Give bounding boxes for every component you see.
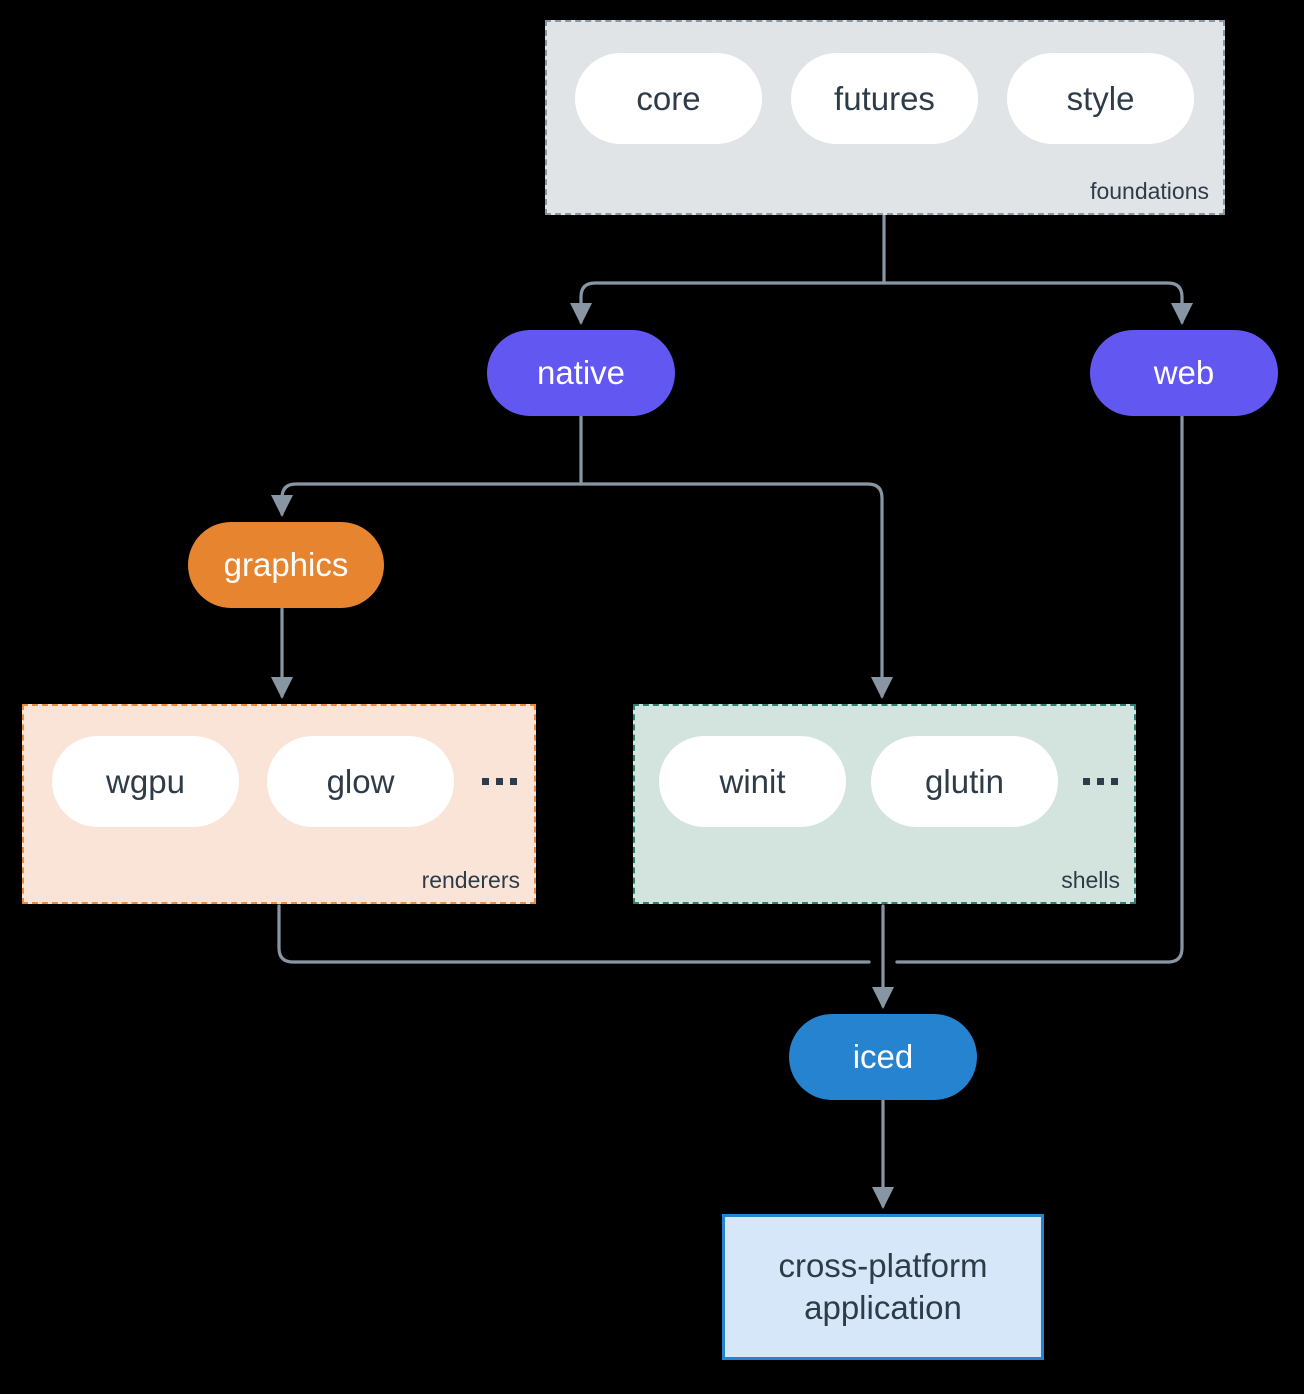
node-futures-label: futures: [834, 79, 935, 117]
node-glutin-label: glutin: [925, 762, 1004, 800]
node-winit-label: winit: [719, 762, 786, 800]
cluster-foundations[interactable]: core futures style foundations: [545, 20, 1225, 215]
node-native-label: native: [536, 354, 626, 391]
node-glutin[interactable]: glutin: [871, 736, 1058, 827]
edge-renderers-iced: [277, 904, 871, 964]
application-label-line1: cross-platform: [778, 1246, 988, 1284]
node-wgpu-label: wgpu: [106, 762, 185, 800]
node-web[interactable]: web: [1090, 330, 1278, 416]
node-iced-label: iced: [852, 1038, 914, 1075]
node-glow[interactable]: glow: [267, 736, 454, 827]
edge-foundations-web: [882, 281, 1193, 325]
node-glow-label: glow: [326, 762, 395, 800]
node-graphics-label: graphics: [223, 546, 349, 583]
node-native[interactable]: native: [487, 330, 675, 416]
cluster-foundations-label: foundations: [1090, 178, 1209, 204]
node-wgpu[interactable]: wgpu: [52, 736, 239, 827]
node-iced[interactable]: iced: [789, 1014, 977, 1100]
node-graphics[interactable]: graphics: [188, 522, 384, 608]
node-winit[interactable]: winit: [659, 736, 846, 827]
cluster-renderers[interactable]: wgpu glow renderers: [22, 704, 536, 904]
node-core-label: core: [636, 79, 701, 117]
node-style-label: style: [1066, 79, 1135, 117]
edge-native-graphics: [271, 482, 583, 517]
shells-ellipsis: [1083, 778, 1118, 785]
edge-native-shells: [579, 482, 893, 699]
node-futures[interactable]: futures: [791, 53, 978, 144]
node-style[interactable]: style: [1007, 53, 1194, 144]
application-label-line2: application: [804, 1289, 962, 1326]
node-cross-platform-application[interactable]: cross-platform application: [722, 1214, 1044, 1360]
cluster-shells[interactable]: winit glutin shells: [633, 704, 1136, 904]
node-web-label: web: [1153, 354, 1215, 391]
edge-foundations-native: [570, 281, 886, 325]
cluster-renderers-label: renderers: [421, 867, 520, 893]
renderers-ellipsis: [482, 778, 517, 785]
cluster-shells-label: shells: [1061, 867, 1120, 893]
node-core[interactable]: core: [575, 53, 762, 144]
